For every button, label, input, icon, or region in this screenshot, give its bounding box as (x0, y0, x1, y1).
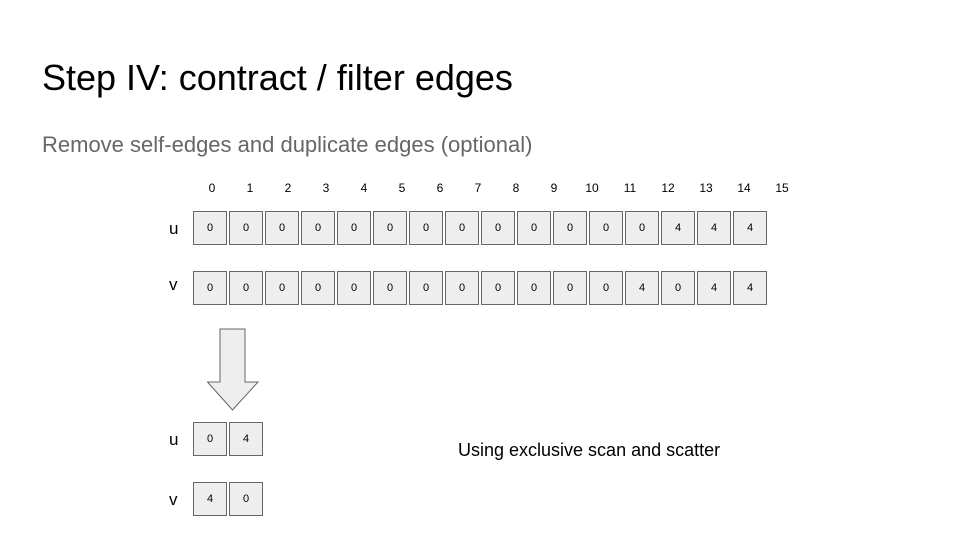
array-cell: 0 (517, 211, 551, 245)
array-cell: 0 (661, 271, 695, 305)
array-cell: 4 (661, 211, 695, 245)
array-cell: 0 (553, 211, 587, 245)
array-cell: 0 (265, 211, 299, 245)
index-label: 9 (550, 181, 558, 195)
array-cell: 0 (193, 422, 227, 456)
array-cell: 0 (589, 271, 623, 305)
array-cell: 4 (229, 422, 263, 456)
index-label: 1 (246, 181, 254, 195)
array-cell: 0 (625, 211, 659, 245)
slide-subtitle: Remove self-edges and duplicate edges (o… (42, 132, 533, 157)
array-cell: 4 (625, 271, 659, 305)
row-label-v-before: v (169, 275, 178, 294)
index-label: 8 (512, 181, 520, 195)
index-label: 12 (661, 181, 675, 195)
array-cell: 0 (553, 271, 587, 305)
array-cell: 4 (733, 271, 767, 305)
index-label: 5 (398, 181, 406, 195)
index-label: 14 (737, 181, 751, 195)
array-cell: 0 (517, 271, 551, 305)
index-label: 7 (474, 181, 482, 195)
array-cell: 0 (373, 211, 407, 245)
index-label: 11 (623, 181, 637, 195)
array-cell: 0 (337, 271, 371, 305)
index-label: 13 (699, 181, 713, 195)
slide-title: Step IV: contract / filter edges (42, 57, 513, 98)
array-cell: 0 (301, 211, 335, 245)
array-cell: 0 (229, 211, 263, 245)
row-label-u-after: u (169, 430, 179, 449)
array-cell: 0 (193, 211, 227, 245)
array-cell: 4 (733, 211, 767, 245)
array-cell: 0 (445, 271, 479, 305)
method-note: Using exclusive scan and scatter (458, 440, 721, 460)
index-label: 15 (775, 181, 789, 195)
down-arrow-icon (207, 328, 260, 411)
array-cell: 0 (301, 271, 335, 305)
array-cell: 0 (265, 271, 299, 305)
index-label: 4 (360, 181, 368, 195)
index-label: 3 (322, 181, 330, 195)
array-cell: 0 (229, 271, 263, 305)
index-label: 10 (585, 181, 599, 195)
array-cell: 0 (481, 271, 515, 305)
array-cell: 4 (193, 482, 227, 516)
row-label-v-after: v (169, 490, 178, 509)
array-cell: 0 (229, 482, 263, 516)
array-cell: 0 (481, 211, 515, 245)
index-label: 2 (284, 181, 292, 195)
array-cell: 0 (445, 211, 479, 245)
array-cell: 4 (697, 271, 731, 305)
array-cell: 4 (697, 211, 731, 245)
array-cell: 0 (373, 271, 407, 305)
row-label-u-before: u (169, 219, 179, 238)
index-label: 0 (208, 181, 216, 195)
array-cell: 0 (409, 211, 443, 245)
array-cell: 0 (409, 271, 443, 305)
array-cell: 0 (589, 211, 623, 245)
array-cell: 0 (193, 271, 227, 305)
array-cell: 0 (337, 211, 371, 245)
index-label: 6 (436, 181, 444, 195)
